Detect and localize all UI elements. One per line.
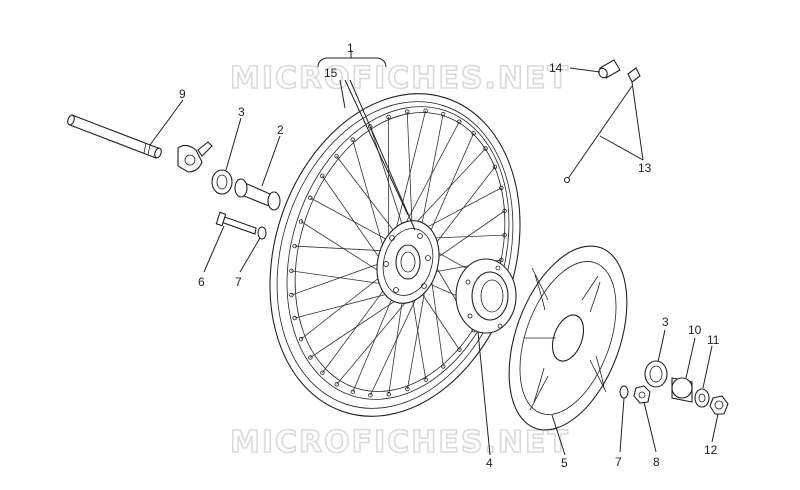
wheel-axle: [67, 114, 162, 159]
spoke: [336, 156, 398, 236]
callout-3-left: 3: [238, 105, 245, 119]
spoke: [399, 121, 460, 235]
callout-11: 11: [707, 333, 720, 347]
washer-disc: [619, 385, 629, 399]
bearing-right: [644, 360, 668, 388]
spoke: [418, 288, 460, 350]
spoke-nipple: [502, 208, 507, 214]
valve-cap: [598, 59, 621, 79]
spoke-nipple: [499, 185, 504, 191]
spoke: [291, 270, 395, 286]
spoke: [407, 148, 486, 233]
callout-9: 9: [179, 87, 186, 101]
spoke: [294, 245, 388, 252]
spoke-nipple: [457, 347, 462, 352]
spoke: [424, 133, 474, 244]
spoke-nipple: [405, 386, 410, 392]
callout-numbers: 1 15 9 3 2 6 7 14 13 4 5 3 10 11 7 8 12: [179, 41, 720, 470]
spacer-right: [671, 377, 693, 403]
bearing-left: [211, 169, 233, 195]
callout-1: 1: [347, 41, 354, 55]
spoke-nipple: [492, 164, 498, 170]
callout-7-right: 7: [615, 455, 622, 469]
callout-8: 8: [653, 455, 660, 469]
spoke-nipple: [298, 336, 304, 342]
brake-disc-flange: [455, 258, 517, 334]
screw: [215, 211, 257, 235]
spoke-nipple: [292, 315, 297, 321]
spoke: [310, 291, 409, 358]
spoke: [369, 126, 406, 233]
callout-4: 4: [486, 456, 493, 470]
spoke: [393, 110, 426, 240]
spoke: [300, 221, 390, 279]
watermark-bottom: MICROFICHES.NET: [230, 425, 570, 460]
washer-left: [257, 226, 267, 240]
spoke-nipple: [441, 364, 446, 369]
spoke-nipple: [334, 382, 339, 387]
spoke: [370, 284, 423, 396]
callout-3-right: 3: [662, 315, 669, 329]
spoke: [321, 175, 387, 269]
spoke-nipple: [499, 257, 504, 263]
spoke-nipple: [423, 377, 428, 382]
spoke-nipple: [289, 268, 294, 274]
callout-7-left: 7: [235, 275, 242, 289]
spacer: [234, 178, 281, 211]
callout-2: 2: [277, 123, 284, 137]
spoke-nipple: [368, 124, 373, 129]
spoke-nipple: [334, 154, 339, 159]
spoke: [310, 197, 392, 243]
spoke-nipple: [292, 243, 297, 249]
washer-right: [694, 388, 710, 408]
spoke-nipple: [308, 355, 313, 360]
spoke: [294, 290, 402, 319]
spoke-nipple: [320, 370, 325, 375]
spoke-nipple: [386, 392, 391, 397]
spoke: [336, 289, 417, 385]
spoke: [410, 291, 427, 380]
spoke-nipple: [289, 292, 294, 298]
watermark-top: MICROFICHES.NET: [230, 61, 570, 96]
callout-6: 6: [198, 275, 205, 289]
callout-14: 14: [549, 61, 563, 75]
spoke-nipple: [483, 146, 488, 151]
spoke-nipple: [440, 111, 446, 117]
spoke-nipple: [368, 393, 373, 398]
axle-nut: [709, 395, 729, 415]
callout-5: 5: [561, 456, 568, 470]
callout-10: 10: [688, 323, 702, 337]
callout-15: 15: [324, 66, 338, 80]
spoke-nipple: [308, 195, 313, 201]
spoke: [291, 260, 387, 296]
spoke-nipple: [350, 389, 356, 395]
spoke-nipple: [471, 131, 476, 136]
spoke: [414, 187, 502, 234]
speedometer-drive: [177, 141, 213, 173]
spoke-nipple: [298, 219, 304, 224]
callout-13: 13: [638, 161, 652, 175]
spoke-nipple: [386, 114, 391, 120]
spoke: [388, 291, 405, 395]
spoke: [407, 276, 428, 390]
brake-disc: [508, 245, 628, 431]
tyre-valve: [563, 67, 641, 184]
callout-12: 12: [704, 443, 718, 457]
spoke-nipple: [423, 108, 428, 113]
spoke-nipple: [457, 119, 462, 124]
spoke-nipple: [350, 137, 355, 142]
leader-lines: [149, 50, 719, 456]
wheel-hub: [376, 220, 440, 304]
spoke-nipple: [320, 173, 325, 179]
spoke-nipple: [502, 232, 507, 238]
spoke: [428, 166, 496, 253]
disc-nut: [633, 385, 651, 404]
spoke-nipple: [405, 109, 410, 114]
spoke: [352, 139, 387, 258]
